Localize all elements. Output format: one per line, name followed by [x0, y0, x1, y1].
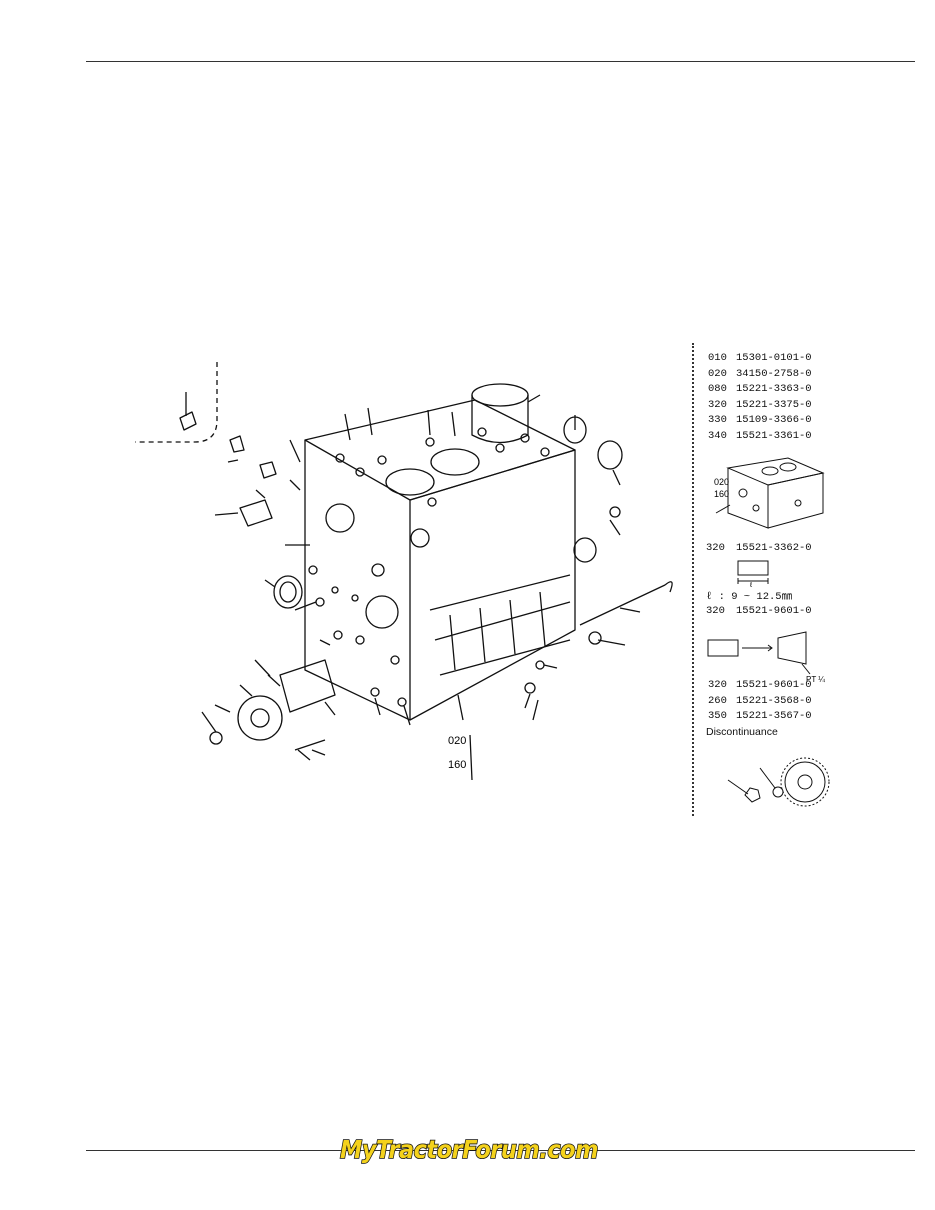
- discontinuance-note: Discontinuance: [706, 726, 778, 738]
- thumb-label-160: 160: [714, 489, 729, 499]
- diagram-label-020: 020: [448, 735, 466, 747]
- gear-sketch: [727, 757, 830, 807]
- plug-conversion-sketch: PT ¼: [707, 631, 825, 684]
- footer-rule: [86, 1150, 915, 1151]
- sidebar-divider: [692, 343, 694, 816]
- header-rule: [86, 61, 915, 62]
- pt-label: PT ¼: [806, 675, 825, 684]
- plug-length-mark: ℓ: [749, 582, 753, 587]
- logo-text: MyTractorForum.com: [340, 1135, 598, 1164]
- length-spec: ℓ : 9 ~ 12.5㎜: [706, 591, 793, 603]
- mytractorforum-logo: MyTractorForum.com: [339, 1134, 599, 1165]
- engine-block-exploded-diagram: 020 160: [135, 362, 673, 781]
- plug-length-sketch: ℓ: [737, 560, 769, 587]
- thumb-label-020: 020: [714, 477, 729, 487]
- engine-block-thumbnail: 020 160: [714, 457, 825, 529]
- diagram-label-160: 160: [448, 759, 466, 771]
